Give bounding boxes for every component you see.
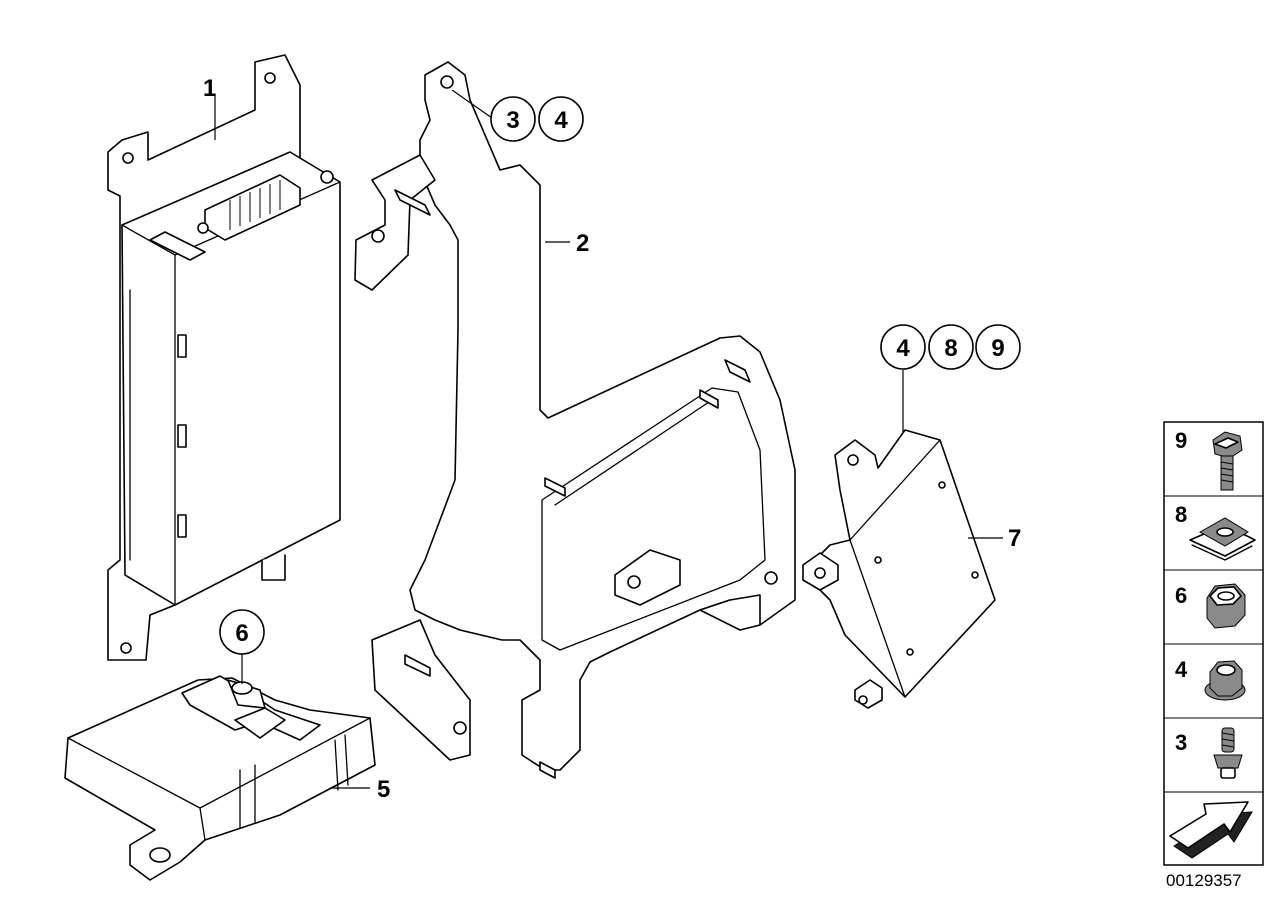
part-label-5: 5: [377, 776, 390, 803]
hex-bolt-icon: [1212, 431, 1243, 491]
part-2-mounting-bracket: [354, 61, 796, 779]
callout-4-circle: [538, 96, 584, 142]
callout-8: 8: [944, 335, 957, 362]
part-label-2: 2: [576, 230, 589, 257]
flange-nut-icon: [1204, 660, 1246, 701]
part-1-control-unit: [107, 54, 341, 661]
part-label-1: 1: [203, 75, 216, 102]
callout-6: 6: [235, 620, 248, 647]
legend-label-9: 9: [1175, 428, 1187, 453]
callout-9: 9: [991, 335, 1004, 362]
arrow-icon: [1169, 801, 1253, 859]
callout-3: 3: [506, 107, 519, 134]
clip-nut-icon: [1189, 517, 1256, 561]
part-5-flat-module: [64, 675, 376, 881]
diagram-number: 00129357: [1166, 871, 1242, 890]
legend-panel: 9 8 6 4 3: [1163, 421, 1264, 866]
callout-3-circle: [490, 96, 536, 142]
legend-label-3: 3: [1175, 730, 1187, 755]
callout-6-circle: [219, 609, 265, 655]
callout-9-circle: [975, 324, 1021, 370]
legend-label-6: 6: [1175, 583, 1187, 608]
callout-4: 4: [554, 107, 568, 134]
hex-nut-icon: [1206, 583, 1246, 629]
callout-4-circle-b: [880, 324, 926, 370]
part-7-module: [802, 429, 996, 709]
legend-label-4: 4: [1175, 657, 1188, 682]
legend-label-8: 8: [1175, 502, 1187, 527]
callout-4b: 4: [896, 335, 910, 362]
part-label-7: 7: [1008, 525, 1021, 552]
callout-8-circle: [928, 324, 974, 370]
stud-bolt-icon: [1213, 727, 1243, 779]
